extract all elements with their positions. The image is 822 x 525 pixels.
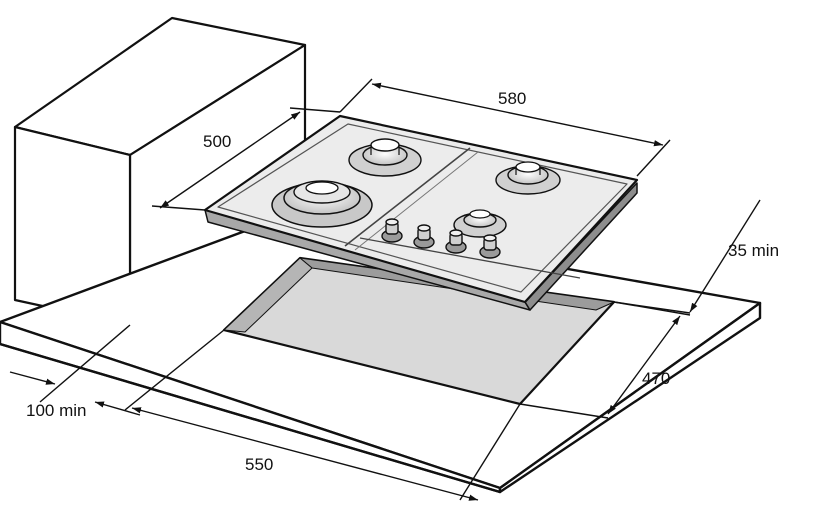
burner-front-right bbox=[453, 209, 507, 238]
knob-4 bbox=[479, 234, 501, 259]
dim-100min bbox=[9, 324, 141, 416]
label-cutout-depth: 470 bbox=[642, 369, 670, 388]
knob-2 bbox=[413, 224, 435, 249]
knob-1 bbox=[381, 218, 403, 243]
dim-500 bbox=[151, 107, 341, 211]
gas-hob bbox=[203, 114, 639, 311]
burner-rear-right bbox=[495, 161, 561, 195]
dimension-lines bbox=[9, 78, 761, 501]
label-rear-clearance: 35 min bbox=[728, 241, 779, 260]
label-hob-width: 580 bbox=[498, 89, 526, 108]
knob-3 bbox=[445, 229, 467, 254]
dim-470 bbox=[519, 301, 691, 419]
label-cutout-width: 550 bbox=[245, 455, 273, 474]
control-knobs bbox=[381, 218, 501, 259]
dim-580 bbox=[339, 78, 671, 177]
label-hob-depth: 500 bbox=[203, 132, 231, 151]
dim-550 bbox=[124, 329, 521, 501]
label-side-clearance: 100 min bbox=[26, 401, 86, 420]
dimension-labels: 580 500 35 min 470 100 min 550 bbox=[26, 89, 779, 474]
